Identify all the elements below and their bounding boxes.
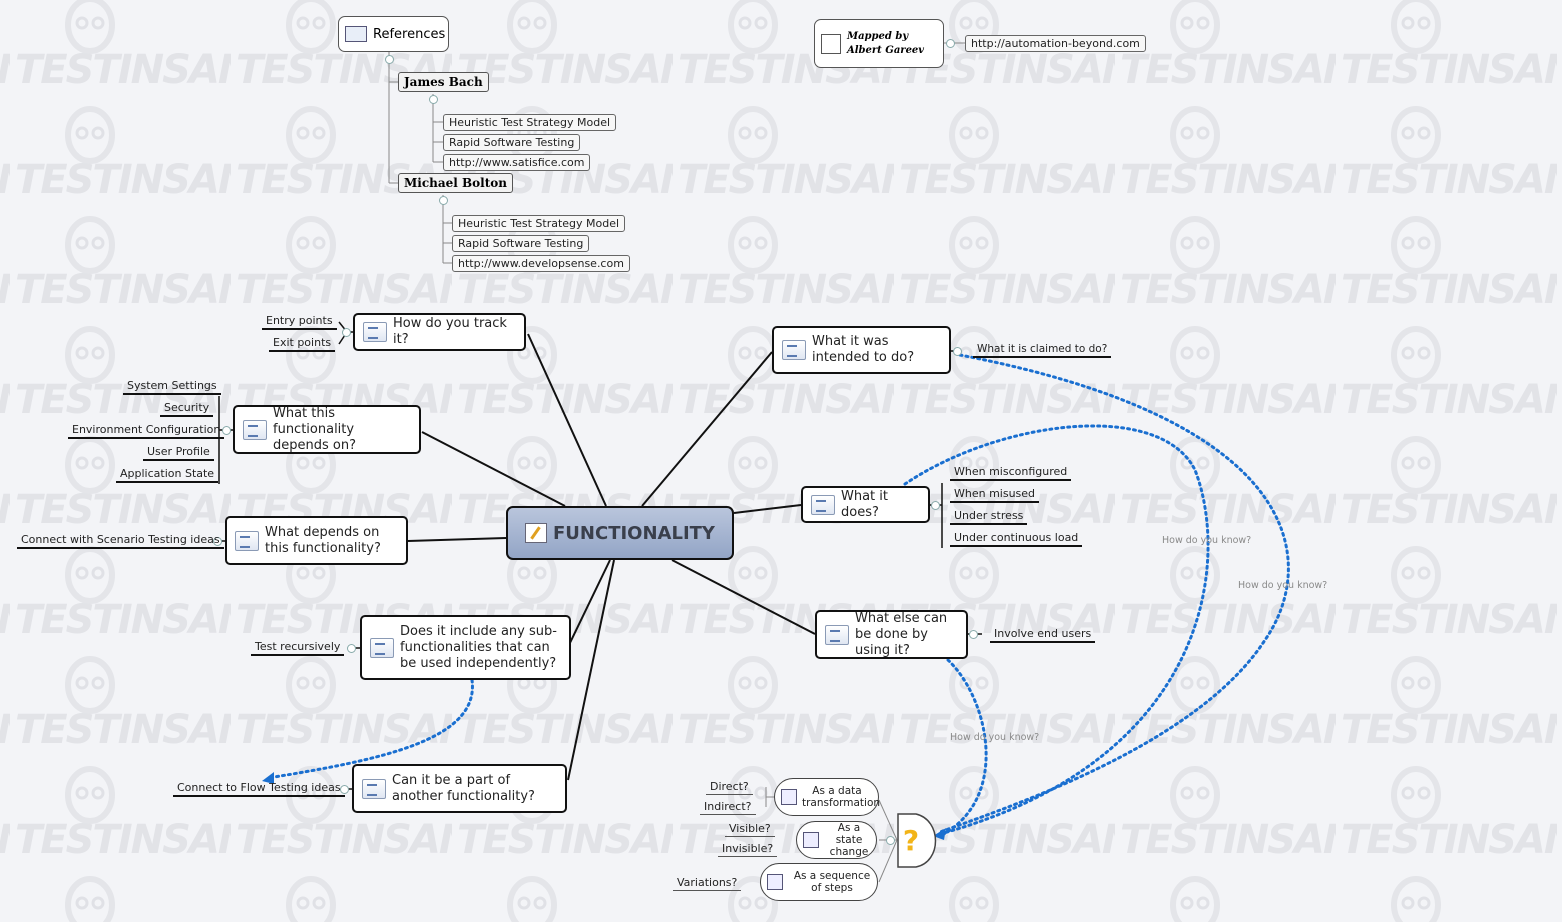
steps-icon: [767, 874, 783, 890]
reference-author[interactable]: Michael Bolton: [398, 173, 513, 193]
reference-author[interactable]: James Bach: [398, 72, 489, 92]
collapse-toggle[interactable]: [340, 785, 349, 794]
reference-item[interactable]: Heuristic Test Strategy Model: [452, 215, 626, 232]
reference-item[interactable]: Rapid Software Testing: [443, 134, 581, 151]
topic-dependents[interactable]: What depends on this functionality?: [225, 516, 408, 565]
question-branch[interactable]: As a state change: [796, 821, 877, 859]
leaf[interactable]: What it is claimed to do?: [973, 343, 1112, 358]
magnifier-icon: [362, 778, 386, 799]
collapse-toggle[interactable]: [342, 328, 351, 337]
collapse-toggle[interactable]: [886, 836, 895, 845]
contact-card-icon: [345, 26, 367, 42]
leaf[interactable]: Under continuous load: [950, 531, 1083, 547]
credit-label: Mapped by Albert Gareev: [847, 30, 925, 56]
branch-label: As a sequence of steps: [793, 870, 871, 894]
leaf[interactable]: Visible?: [725, 822, 775, 837]
leaf[interactable]: Connect to Flow Testing ideas: [173, 781, 345, 797]
references-node[interactable]: References: [338, 16, 449, 52]
reference-item[interactable]: Heuristic Test Strategy Model: [443, 114, 617, 131]
leaf[interactable]: Environment Configuration: [68, 423, 225, 439]
topic-label: Can it be a part of another functionalit…: [392, 772, 535, 804]
pencil-note-icon: [821, 33, 841, 54]
edit-document-icon: [525, 523, 548, 543]
state-icon: [803, 832, 819, 848]
question-mark-icon[interactable]: ?: [902, 824, 920, 857]
leaf[interactable]: Invisible?: [718, 842, 778, 857]
topic-label: What it does?: [841, 488, 888, 520]
topic-label: What it was intended to do?: [812, 334, 915, 365]
leaf[interactable]: Variations?: [673, 876, 742, 891]
leaf[interactable]: User Profile: [143, 445, 214, 461]
question-branch[interactable]: As a data transformation: [774, 778, 881, 816]
topic-else[interactable]: What else can be done by using it?: [815, 610, 968, 659]
credit-link[interactable]: http://automation-beyond.com: [965, 35, 1146, 52]
window-icon: [370, 637, 394, 658]
topic-label: How do you track it?: [393, 316, 507, 347]
collapse-toggle[interactable]: [969, 630, 978, 639]
megaphone-icon: [782, 340, 806, 360]
central-topic-label: FUNCTIONALITY: [553, 522, 715, 544]
leaf[interactable]: System Settings: [123, 379, 221, 395]
leaf[interactable]: Security: [160, 401, 214, 417]
topic-does[interactable]: What it does?: [801, 486, 930, 523]
relationship-label[interactable]: How do you know?: [1162, 535, 1252, 546]
central-topic[interactable]: FUNCTIONALITY: [506, 506, 734, 560]
collapse-toggle[interactable]: [953, 347, 962, 356]
reference-item[interactable]: Rapid Software Testing: [452, 235, 590, 252]
leaf[interactable]: When misused: [950, 487, 1040, 503]
topic-depends-on[interactable]: What this functionality depends on?: [233, 405, 421, 454]
leaf[interactable]: Test recursively: [251, 640, 345, 656]
leaf[interactable]: Connect with Scenario Testing ideas: [17, 533, 224, 549]
leaf[interactable]: Exit points: [269, 336, 336, 352]
branch-label: As a state change: [829, 822, 869, 858]
leaf[interactable]: When misconfigured: [950, 465, 1072, 481]
collapse-toggle[interactable]: [429, 95, 438, 104]
relationship-label[interactable]: How do you know?: [1238, 580, 1328, 591]
relationship-label[interactable]: How do you know?: [950, 732, 1040, 743]
leaf[interactable]: Direct?: [706, 780, 753, 795]
credit-node[interactable]: Mapped by Albert Gareev: [814, 19, 944, 68]
list-icon: [363, 322, 387, 342]
topic-intended[interactable]: What it was intended to do?: [772, 326, 951, 374]
checklist-icon: [243, 419, 267, 440]
leaf[interactable]: Application State: [116, 467, 219, 483]
transform-icon: [781, 789, 797, 805]
collapse-toggle[interactable]: [439, 196, 448, 205]
question-branch[interactable]: As a sequence of steps: [760, 863, 878, 901]
leaf[interactable]: Entry points: [262, 314, 337, 330]
leaf[interactable]: Indirect?: [700, 800, 756, 815]
topic-label: Does it include any sub-functionalities …: [400, 623, 557, 671]
branch-label: As a data transformation: [802, 785, 881, 809]
collapse-toggle[interactable]: [931, 501, 940, 510]
topic-label: What this functionality depends on?: [273, 405, 356, 453]
topic-sub-functionalities[interactable]: Does it include any sub-functionalities …: [360, 615, 571, 680]
collapse-toggle[interactable]: [385, 55, 394, 64]
reference-link[interactable]: http://www.developsense.com: [452, 255, 630, 272]
collapse-toggle[interactable]: [946, 39, 955, 48]
collapse-toggle[interactable]: [347, 644, 356, 653]
topic-track[interactable]: How do you track it?: [353, 313, 526, 351]
collapse-toggle[interactable]: [213, 537, 222, 546]
leaf[interactable]: Under stress: [950, 509, 1028, 525]
document-icon: [811, 494, 835, 515]
checkmark-icon: [235, 530, 259, 551]
topic-part-of[interactable]: Can it be a part of another functionalit…: [352, 764, 567, 813]
reference-link[interactable]: http://www.satisfice.com: [443, 154, 591, 171]
leaf[interactable]: Involve end users: [990, 627, 1096, 643]
window-icon: [825, 624, 849, 645]
references-title: References: [373, 26, 446, 42]
topic-label: What depends on this functionality?: [265, 524, 381, 556]
collapse-toggle[interactable]: [222, 426, 231, 435]
topic-label: What else can be done by using it?: [855, 610, 948, 658]
